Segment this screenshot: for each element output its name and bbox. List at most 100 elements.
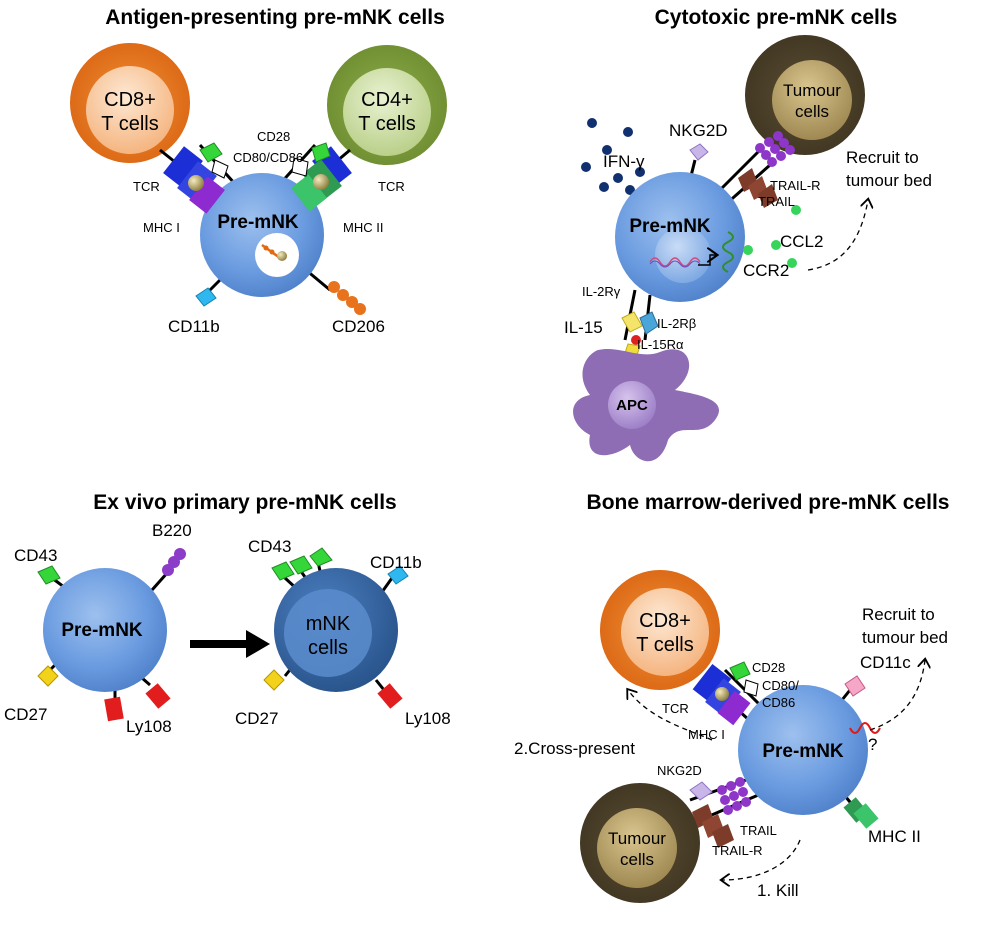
cd80-label: CD80/ <box>762 678 799 693</box>
t-cells-label: T cells <box>636 634 693 656</box>
tumour-label: cells <box>795 102 829 121</box>
trail-trail-r-complex <box>692 777 751 848</box>
recruit-label: tumour bed <box>862 628 948 647</box>
pre-mnk-cell: Pre-mNK <box>200 173 324 297</box>
cd43-label: CD43 <box>248 537 291 556</box>
pre-mnk-label: Pre-mNK <box>762 741 844 762</box>
cd8-label: CD8+ <box>104 89 156 111</box>
cd43-receptor <box>309 547 333 567</box>
cd206-receptor <box>328 281 366 315</box>
apc-label: APC <box>616 397 648 414</box>
mnk-label: cells <box>308 637 348 659</box>
ly108-receptor <box>377 683 403 709</box>
cd11c-receptor <box>844 675 866 697</box>
mnk-label: mNK <box>306 613 351 635</box>
mhc1-label: MHC I <box>688 727 725 742</box>
panel-antigen-presenting: Antigen-presenting pre-mNK cells CD8+ T … <box>70 6 447 336</box>
chemokine-receptor <box>849 722 881 734</box>
b220-receptor <box>162 548 186 576</box>
ifn-gamma-molecules <box>581 118 645 195</box>
tcr-label: TCR <box>133 179 160 194</box>
tumour-label: Tumour <box>608 829 666 848</box>
recruit-label: tumour bed <box>846 171 932 190</box>
cd11b-receptor <box>195 287 217 307</box>
cd86-label: CD86 <box>762 695 795 710</box>
panel-cytotoxic: Cytotoxic pre-mNK cells Tumour cells <box>564 6 932 462</box>
il15-label: IL-15 <box>564 318 603 337</box>
cd43-receptor <box>289 555 313 575</box>
cd43-label: CD43 <box>14 546 57 565</box>
tumour-cell: Tumour cells <box>745 35 865 155</box>
cd43-receptor <box>271 561 295 581</box>
panel-title: Bone marrow-derived pre-mNK cells <box>587 491 950 514</box>
cd27-receptor <box>263 669 285 691</box>
kill-label: 1. Kill <box>757 881 799 900</box>
trail-r-label: TRAIL-R <box>770 178 821 193</box>
cd4-t-cell: CD4+ T cells <box>327 45 447 165</box>
nkg2d-label: NKG2D <box>657 763 702 778</box>
panel-title: Ex vivo primary pre-mNK cells <box>93 491 396 514</box>
panel-title: Antigen-presenting pre-mNK cells <box>105 6 445 29</box>
mhc2-receptor <box>843 797 879 829</box>
trail-label: TRAIL <box>758 194 795 209</box>
ccr2-label: CCR2 <box>743 261 789 280</box>
cd43-receptor <box>37 565 61 585</box>
cd8-label: CD8+ <box>639 610 691 632</box>
pre-mnk-cell: Pre-mNK <box>738 685 868 815</box>
differentiation-arrow <box>190 630 270 658</box>
trail-r-label: TRAIL-R <box>712 843 763 858</box>
cd28-label: CD28 <box>752 660 785 675</box>
tumour-label: cells <box>620 850 654 869</box>
cd206-label: CD206 <box>332 317 385 336</box>
il2rb-label: IL-2Rβ <box>657 316 696 331</box>
cd11b-label: CD11b <box>168 317 220 336</box>
mnk-cell: mNK cells <box>274 568 398 692</box>
t-cells-label: T cells <box>358 113 415 135</box>
trail-label: TRAIL <box>740 823 777 838</box>
recruit-arrow <box>869 660 925 731</box>
ccl2-molecules <box>743 205 801 268</box>
nkg2d-label: NKG2D <box>669 121 728 140</box>
cd80-cd86-label: CD80/CD86 <box>233 150 303 165</box>
cd8-t-cell: CD8+ T cells <box>70 43 190 163</box>
cd27-label: CD27 <box>235 709 278 728</box>
cd11b-label: CD11b <box>370 553 422 572</box>
cd27-receptor <box>37 665 59 687</box>
pre-mnk-label: Pre-mNK <box>217 212 299 233</box>
cross-present-arrow <box>628 690 713 741</box>
mhc1-label: MHC I <box>143 220 180 235</box>
apc-cell: APC <box>573 348 720 462</box>
cd11c-label: CD11c <box>860 653 911 672</box>
cd28-label: CD28 <box>257 129 290 144</box>
cd4-label: CD4+ <box>361 89 413 111</box>
nkg2d-receptor <box>689 143 709 161</box>
tcr-mhc1-complex <box>692 664 751 726</box>
ly108-receptor <box>104 696 124 722</box>
mhc2-label: MHC II <box>343 220 383 235</box>
b220-label: B220 <box>152 521 192 540</box>
cd11b-receptor <box>387 565 409 585</box>
t-cells-label: T cells <box>101 113 158 135</box>
panel-ex-vivo: Ex vivo primary pre-mNK cells Pre-mNK <box>4 491 451 736</box>
pre-mnk-label: Pre-mNK <box>61 620 143 641</box>
ly108-receptor <box>145 683 171 709</box>
il15ra-label: IL-15Rα <box>637 337 684 352</box>
tumour-cell: Tumour cells <box>580 783 700 903</box>
panel-title: Cytotoxic pre-mNK cells <box>655 6 898 29</box>
mhc2-label: MHC II <box>868 827 921 846</box>
pre-mnk-cell: Pre-mNK <box>615 172 745 302</box>
ly108-label: Ly108 <box>405 709 451 728</box>
tcr-label: TCR <box>378 179 405 194</box>
tcr-label: TCR <box>662 701 689 716</box>
pre-mnk-cell: Pre-mNK <box>43 568 167 692</box>
trail-trail-r-complex <box>738 131 795 208</box>
nkg2d-receptor <box>689 781 713 801</box>
cross-present-label: 2.Cross-present <box>514 739 635 758</box>
question-mark: ? <box>868 735 877 754</box>
kill-arrow <box>722 839 801 880</box>
il2rg-label: IL-2Rγ <box>582 284 621 299</box>
recruit-label: Recruit to <box>862 605 935 624</box>
cd8-t-cell: CD8+ T cells <box>600 570 720 690</box>
ifn-gamma-label: IFN-γ <box>603 152 645 171</box>
